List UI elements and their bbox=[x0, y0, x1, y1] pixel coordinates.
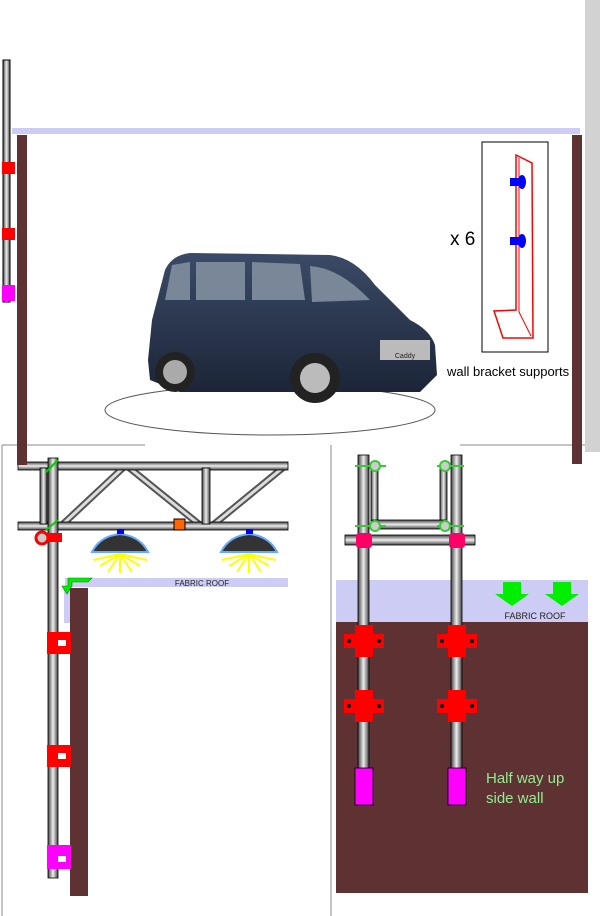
top-panel: Caddy x 6 wall bracket supports bbox=[2, 59, 582, 465]
arrow-icon bbox=[61, 577, 93, 595]
main-pole bbox=[47, 457, 59, 879]
scroll-strip bbox=[585, 0, 600, 452]
fabric-roof-label: FABRIC ROOF bbox=[504, 611, 566, 621]
foot bbox=[354, 767, 374, 806]
note-line-2: side wall bbox=[486, 790, 544, 807]
multiplier-label: x 6 bbox=[450, 229, 475, 250]
arrow-icon bbox=[495, 582, 529, 606]
left-panel: FABRIC ROOF bbox=[1, 440, 289, 916]
truss bbox=[17, 461, 289, 531]
note-line-1: Half way up bbox=[486, 770, 564, 787]
fabric-roof-bar bbox=[65, 578, 288, 587]
bracket-caption: wall bracket supports bbox=[446, 364, 570, 379]
fabric-roof-bar bbox=[12, 128, 580, 134]
clamps bbox=[47, 632, 71, 869]
vehicle-image: Caddy bbox=[104, 253, 437, 436]
clamp bbox=[2, 162, 15, 174]
right-panel: FABRIC ROOF Half way up side wall bbox=[330, 440, 588, 916]
foot bbox=[2, 285, 15, 301]
fabric-roof-label: FABRIC ROOF bbox=[175, 579, 229, 588]
wall-top-right bbox=[572, 440, 582, 464]
clamp bbox=[2, 228, 15, 240]
connector bbox=[173, 518, 186, 531]
swivel-clamp bbox=[34, 530, 50, 546]
wall-right bbox=[572, 135, 582, 463]
side-pole-small bbox=[2, 59, 15, 303]
arrow-icon bbox=[545, 582, 579, 606]
vehicle-badge: Caddy bbox=[395, 353, 416, 360]
foot bbox=[447, 767, 467, 806]
clamps bbox=[344, 625, 477, 806]
swivel-joints bbox=[355, 460, 464, 532]
light-right bbox=[219, 529, 279, 573]
wall-left bbox=[70, 588, 88, 896]
wall-bracket-illustration bbox=[481, 141, 549, 353]
light-left bbox=[90, 529, 150, 573]
wall-top-left bbox=[17, 440, 27, 465]
wall-left bbox=[17, 135, 27, 465]
